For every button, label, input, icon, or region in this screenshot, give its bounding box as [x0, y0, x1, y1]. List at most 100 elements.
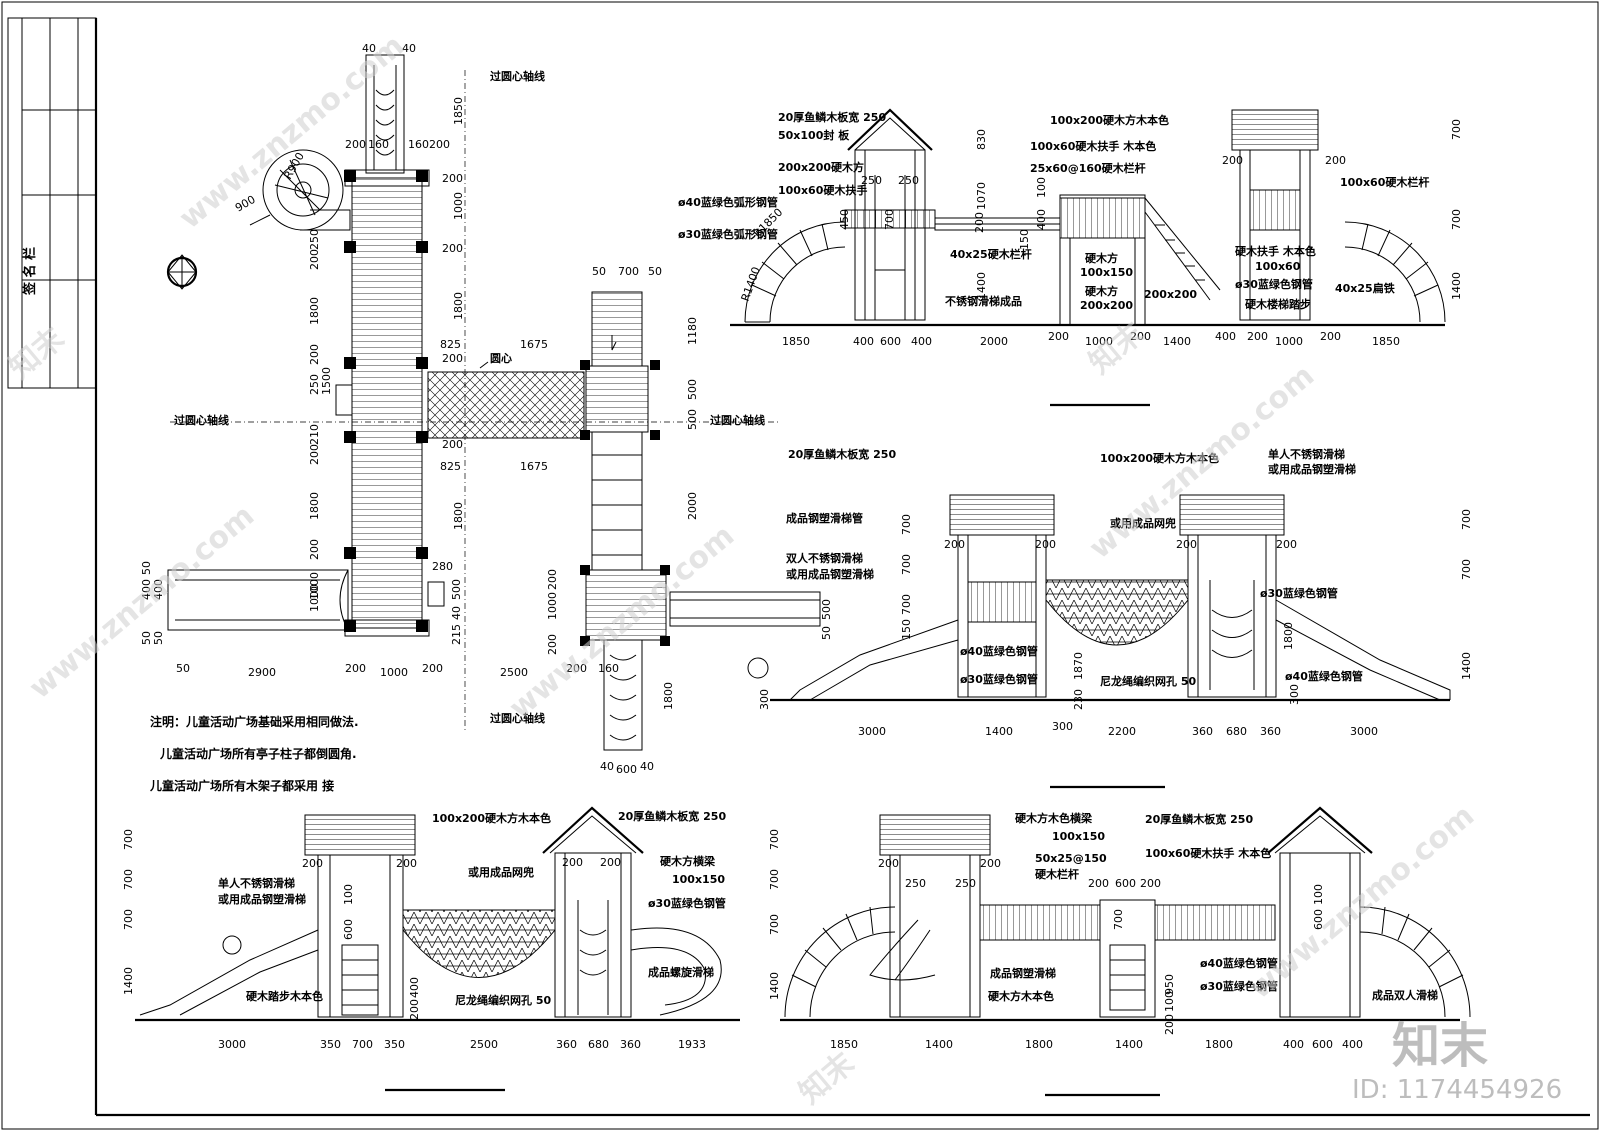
north-arrow-icon	[166, 254, 198, 290]
top-slide	[365, 54, 405, 174]
svg-text:700: 700	[900, 554, 913, 575]
svg-text:1850: 1850	[782, 335, 810, 348]
plan-view: 过圆心轴线 过圆心轴线 过圆心轴线 过圆心轴线 圆心	[140, 42, 833, 793]
svg-text:100x60硬木扶手 木本色: 100x60硬木扶手 木本色	[1145, 846, 1271, 860]
svg-text:160: 160	[598, 662, 619, 675]
watermark-brand: 知末	[1392, 1018, 1488, 1074]
svg-text:700: 700	[768, 869, 781, 890]
svg-text:230: 230	[1072, 689, 1085, 710]
svg-text:或用成品钢塑滑梯: 或用成品钢塑滑梯	[1268, 462, 1356, 476]
svg-text:40: 40	[450, 606, 463, 620]
svg-text:双人不锈钢滑梯: 双人不锈钢滑梯	[786, 551, 863, 565]
svg-text:100: 100	[1035, 177, 1048, 198]
svg-text:400: 400	[853, 335, 874, 348]
right-top-stair	[591, 291, 643, 367]
svg-text:20厚鱼鳞木板宽 250: 20厚鱼鳞木板宽 250	[1145, 812, 1253, 826]
svg-text:2000: 2000	[980, 335, 1008, 348]
svg-text:200: 200	[396, 857, 417, 870]
svg-text:450: 450	[838, 209, 851, 230]
svg-text:1933: 1933	[678, 1038, 706, 1051]
svg-text:2200: 2200	[1108, 725, 1136, 738]
svg-text:200: 200	[1222, 154, 1243, 167]
svg-text:25x60@160硬木栏杆: 25x60@160硬木栏杆	[1030, 161, 1146, 175]
svg-text:400: 400	[1215, 330, 1236, 343]
axis-label-top: 过圆心轴线	[490, 69, 545, 83]
svg-text:www.znzmo.com: www.znzmo.com	[23, 498, 261, 706]
svg-text:210: 210	[308, 424, 321, 445]
note-line-2: 儿童活动广场所有亭子柱子都倒圆角.	[159, 746, 357, 761]
svg-text:400: 400	[140, 579, 153, 600]
svg-text:3000: 3000	[218, 1038, 246, 1051]
svg-text:700: 700	[122, 869, 135, 890]
watermark-id: ID: 1174454926	[1352, 1075, 1562, 1105]
svg-text:20厚鱼鳞木板宽 250: 20厚鱼鳞木板宽 250	[778, 110, 886, 124]
svg-text:360: 360	[1192, 725, 1213, 738]
svg-text:或用成品网兜: 或用成品网兜	[1110, 516, 1176, 530]
svg-text:www.znzmo.com: www.znzmo.com	[503, 518, 741, 726]
center-label: 圆心	[490, 352, 512, 365]
svg-text:2500: 2500	[470, 1038, 498, 1051]
svg-text:700: 700	[1460, 559, 1473, 580]
svg-text:250: 250	[905, 877, 926, 890]
svg-text:500: 500	[820, 599, 833, 620]
elevation-1-dims: 1850 400 600 400 2000 200 1000 200 1400 …	[782, 119, 1463, 348]
svg-text:50: 50	[648, 265, 662, 278]
svg-text:200: 200	[302, 857, 323, 870]
svg-text:200: 200	[422, 662, 443, 675]
svg-text:200: 200	[308, 344, 321, 365]
svg-text:或用成品网兜: 或用成品网兜	[468, 865, 534, 879]
svg-text:600: 600	[880, 335, 901, 348]
svg-text:830: 830	[975, 129, 988, 150]
elevation-2-labels: 20厚鱼鳞木板宽 250 100x200硬木方木本色 单人不锈钢滑梯 或用成品钢…	[786, 447, 1363, 688]
svg-text:600: 600	[1312, 1038, 1333, 1051]
svg-text:600: 600	[616, 763, 637, 776]
svg-text:100x200硬木方木本色: 100x200硬木方木本色	[1050, 113, 1169, 127]
svg-text:200: 200	[566, 662, 587, 675]
svg-text:200: 200	[1276, 538, 1297, 551]
svg-text:100: 100	[1163, 991, 1176, 1012]
svg-text:硬木方: 硬木方	[1085, 284, 1118, 298]
svg-text:50: 50	[592, 265, 606, 278]
svg-text:200: 200	[408, 999, 421, 1020]
svg-text:50x25@150: 50x25@150	[1035, 852, 1107, 865]
svg-text:1800: 1800	[1025, 1038, 1053, 1051]
svg-text:1800: 1800	[308, 492, 321, 520]
svg-text:360: 360	[620, 1038, 641, 1051]
svg-text:40: 40	[402, 42, 416, 55]
svg-text:1675: 1675	[520, 460, 548, 473]
svg-text:160: 160	[408, 138, 429, 151]
svg-text:200: 200	[308, 539, 321, 560]
svg-text:1400: 1400	[122, 967, 135, 995]
note-line-3: 儿童活动广场所有木架子都采用 接	[149, 778, 334, 793]
svg-text:150: 150	[1018, 229, 1031, 250]
svg-text:1000: 1000	[1275, 335, 1303, 348]
svg-text:硬木方木本色: 硬木方木本色	[988, 989, 1054, 1003]
svg-text:100: 100	[1312, 884, 1325, 905]
svg-text:尼龙绳编织网孔 50: 尼龙绳编织网孔 50	[455, 993, 551, 1007]
svg-text:250: 250	[308, 374, 321, 395]
svg-text:尼龙绳编织网孔 50: 尼龙绳编织网孔 50	[1100, 674, 1196, 688]
elevation-2-dims: 3000 1400 300 2200 360 680 360 3000 700 …	[758, 509, 1473, 738]
svg-text:200: 200	[1088, 877, 1109, 890]
svg-text:100x150: 100x150	[672, 873, 725, 886]
svg-text:1000: 1000	[546, 592, 559, 620]
svg-text:50x100封 板: 50x100封 板	[778, 128, 850, 142]
svg-text:20厚鱼鳞木板宽 250: 20厚鱼鳞木板宽 250	[788, 447, 896, 461]
svg-text:100: 100	[342, 884, 355, 905]
svg-text:200: 200	[1320, 330, 1341, 343]
svg-text:200: 200	[1140, 877, 1161, 890]
svg-text:400: 400	[408, 977, 421, 998]
svg-text:2000: 2000	[686, 492, 699, 520]
svg-text:50: 50	[152, 631, 165, 645]
elevation-2: 20厚鱼鳞木板宽 250 100x200硬木方木本色 单人不锈钢滑梯 或用成品钢…	[747, 447, 1473, 789]
svg-text:200x200: 200x200	[1080, 299, 1133, 312]
svg-text:825: 825	[440, 338, 461, 351]
axis-label-right: 过圆心轴线	[710, 413, 765, 427]
svg-text:100x60硬木扶手: 100x60硬木扶手	[778, 183, 867, 197]
svg-text:40x25扁铁: 40x25扁铁	[1335, 281, 1395, 295]
svg-text:40: 40	[640, 760, 654, 773]
svg-text:200: 200	[442, 438, 463, 451]
svg-text:50: 50	[140, 561, 153, 575]
svg-text:200: 200	[562, 856, 583, 869]
svg-text:200: 200	[429, 138, 450, 151]
